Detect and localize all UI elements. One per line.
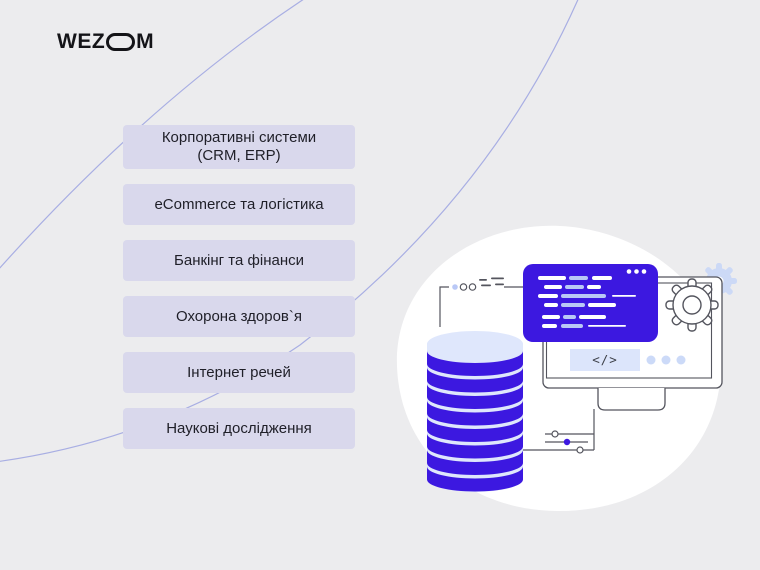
gear-icon [665,278,719,332]
industry-list: Корпоративні системи (CRM, ERP) eCommerc… [123,125,355,449]
marker-dot [452,284,458,290]
industry-label: Банкінг та фінанси [174,251,304,269]
dashes [479,277,504,287]
industry-label: Корпоративні системи [161,129,317,146]
industry-label: Інтернет речей [187,363,291,381]
code-window-icon [523,264,658,342]
industry-card-ecommerce: eCommerce та логістика [123,184,355,225]
logo-text-right: M [136,30,155,53]
code-tag-box [570,349,640,371]
background-curve-left [0,0,304,269]
code-lines [538,276,636,328]
industry-card-iot: Інтернет речей [123,352,355,393]
logo-text-left: WEZ [57,30,106,53]
industry-card-research: Наукові дослідження [123,408,355,449]
industry-sublabel: (CRM, ERP) [197,147,281,164]
background-curve-right [0,0,579,462]
industry-label: Охорона здоров`я [175,307,303,325]
window-dots [626,269,647,274]
industry-label: eCommerce та логістика [154,195,324,213]
marker-circles [459,283,477,291]
industry-card-corporate: Корпоративні системи (CRM, ERP) [123,125,355,169]
circuit-node-filled [563,438,571,446]
industry-card-healthcare: Охорона здоров`я [123,296,355,337]
database-icon [427,331,523,492]
screen-dots [646,355,686,365]
monitor-stand [597,388,666,411]
industry-label: Наукові дослідження [166,419,312,437]
corner-bracket [439,286,523,327]
logo-o-icon [106,33,136,51]
circuit-node-open-1 [551,430,559,438]
industry-card-banking: Банкінг та фінанси [123,240,355,281]
logo: WEZ M [57,30,154,54]
circuit-node-open-2 [576,446,584,454]
code-tag: </> [592,352,618,367]
